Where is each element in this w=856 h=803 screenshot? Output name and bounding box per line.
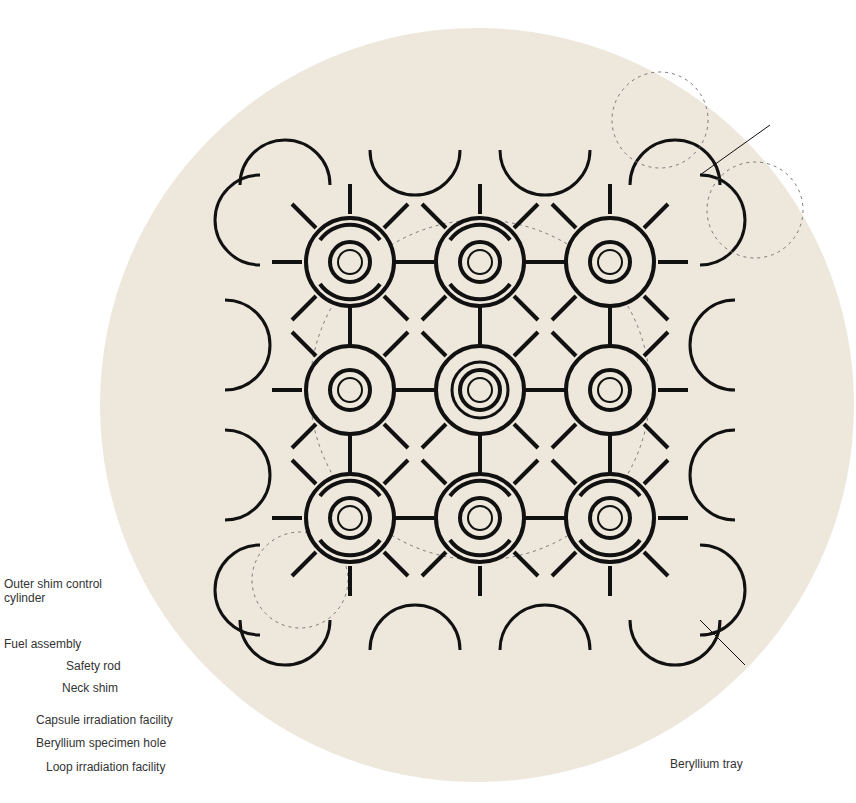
shim-cylinders bbox=[215, 140, 745, 665]
fuel-elements bbox=[272, 184, 688, 596]
legend-label: Capsule irradiation facility bbox=[34, 713, 175, 727]
legend-label: Safety rod bbox=[64, 659, 123, 673]
legend-label: Neck shim bbox=[60, 681, 120, 695]
part-label: Beryllium tray bbox=[668, 757, 745, 771]
section-lines bbox=[700, 125, 770, 665]
beryllium-tray bbox=[100, 28, 854, 782]
legend-label: Outer shim control cylinder bbox=[2, 577, 126, 605]
legend-label: Beryllium specimen hole bbox=[34, 736, 168, 750]
legend-label: Loop irradiation facility bbox=[44, 760, 167, 774]
legend-label: Fuel assembly bbox=[2, 637, 83, 651]
outer-rings bbox=[252, 72, 803, 628]
